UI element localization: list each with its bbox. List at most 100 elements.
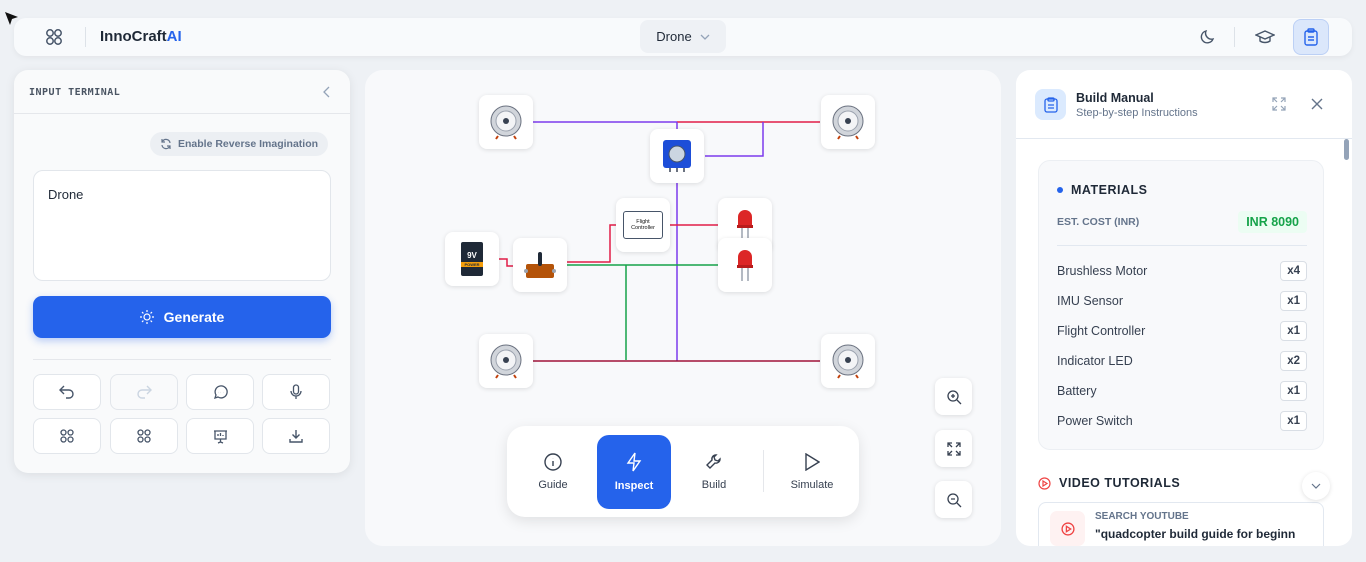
mouse-cursor-icon	[5, 12, 18, 25]
motor-node[interactable]	[479, 95, 533, 149]
play-icon	[805, 453, 820, 471]
reverse-label: Enable Reverse Imagination	[178, 138, 319, 150]
inspect-tab[interactable]: Inspect	[597, 435, 671, 509]
learn-cap-icon[interactable]	[1247, 19, 1283, 55]
scrollbar-thumb[interactable]	[1344, 139, 1349, 160]
motor-node[interactable]	[479, 334, 533, 388]
imu-sensor-node[interactable]	[650, 129, 704, 183]
components-grid-button[interactable]	[33, 418, 101, 454]
reverse-imagination-button[interactable]: Enable Reverse Imagination	[150, 132, 329, 156]
panel-title: INPUT TERMINAL	[29, 87, 121, 98]
led-node[interactable]	[718, 238, 772, 292]
prompt-input[interactable]: Drone	[33, 170, 331, 281]
panel-subtitle: Step-by-step Instructions	[1076, 107, 1198, 119]
expand-icon	[946, 441, 961, 456]
battery-node[interactable]: 9V POWER	[445, 232, 499, 286]
power-switch-node[interactable]	[513, 238, 567, 292]
chat-bubble-icon	[213, 384, 228, 399]
zoom-out-icon	[946, 492, 961, 507]
divider	[14, 113, 350, 114]
cost-label: EST. COST (INR)	[1057, 216, 1140, 228]
divider	[763, 450, 764, 492]
red-led-icon	[737, 210, 753, 241]
brand-logo: InnoCraftAI	[100, 28, 182, 45]
divider	[1234, 27, 1235, 47]
wire	[705, 122, 764, 157]
build-tab[interactable]: Build	[677, 435, 751, 509]
material-qty: x1	[1280, 411, 1307, 431]
redo-button[interactable]	[110, 374, 178, 410]
dark-mode-moon-icon[interactable]	[1190, 19, 1226, 55]
battery-icon: 9V POWER	[461, 242, 483, 276]
tab-label: Inspect	[614, 480, 654, 492]
scroll-down-button[interactable]	[1302, 472, 1330, 500]
divider	[1057, 245, 1307, 246]
chip-label: Flight	[636, 219, 650, 225]
motor-node[interactable]	[821, 334, 875, 388]
battery-sub: POWER	[461, 262, 483, 267]
simulate-tab[interactable]: Simulate	[775, 435, 849, 509]
divider	[85, 27, 86, 47]
material-name: IMU Sensor	[1057, 294, 1123, 308]
guide-tab[interactable]: Guide	[516, 435, 590, 509]
voice-input-button[interactable]	[262, 374, 330, 410]
brushless-motor-icon	[490, 105, 522, 140]
toggle-switch-icon	[524, 252, 556, 278]
apps-grid-icon[interactable]	[36, 19, 72, 55]
undo-button[interactable]	[33, 374, 101, 410]
layout-grid-button[interactable]	[110, 418, 178, 454]
zoom-in-button[interactable]	[935, 378, 972, 415]
materials-heading: MATERIALS	[1071, 183, 1148, 197]
generate-button[interactable]: Generate	[33, 296, 331, 338]
motor-node[interactable]	[821, 95, 875, 149]
bullet-dot-icon	[1057, 187, 1063, 193]
materials-card: MATERIALS EST. COST (INR)INR 8090 Brushl…	[1038, 160, 1324, 450]
brushless-motor-icon	[490, 344, 522, 379]
wire	[567, 224, 617, 263]
presentation-button[interactable]	[186, 418, 254, 454]
material-name: Indicator LED	[1057, 354, 1133, 368]
material-name: Battery	[1057, 384, 1097, 398]
download-button[interactable]	[262, 418, 330, 454]
brand-name: InnoCraft	[100, 28, 167, 45]
brand-accent: AI	[166, 28, 182, 45]
wrench-icon	[706, 454, 721, 469]
video-heading: VIDEO TUTORIALS	[1059, 476, 1181, 490]
red-led-icon	[737, 250, 753, 281]
download-icon	[289, 430, 303, 443]
chevron-down-icon	[1311, 483, 1321, 489]
grid-icon	[60, 429, 74, 443]
wire	[499, 258, 513, 267]
fit-view-button[interactable]	[935, 430, 972, 467]
refresh-icon	[161, 138, 171, 150]
expand-icon[interactable]	[1272, 97, 1286, 111]
clipboard-icon	[1304, 28, 1318, 46]
divider	[33, 359, 331, 360]
search-query: "quadcopter build guide for beginn	[1095, 527, 1296, 541]
material-qty: x1	[1280, 381, 1307, 401]
info-icon	[544, 453, 562, 471]
build-manual-toggle[interactable]	[1293, 19, 1329, 55]
microphone-icon	[290, 384, 302, 399]
youtube-search-card[interactable]: SEARCH YOUTUBE "quadcopter build guide f…	[1038, 502, 1324, 546]
brushless-motor-icon	[832, 344, 864, 379]
zoom-in-icon	[946, 389, 961, 404]
collapse-chevron-icon[interactable]	[323, 86, 331, 98]
tab-label: Build	[701, 479, 727, 491]
build-manual-panel: Build Manual Step-by-step Instructions M…	[1016, 70, 1352, 546]
chat-button[interactable]	[186, 374, 254, 410]
imu-sensor-icon	[663, 140, 691, 172]
material-qty: x1	[1280, 291, 1307, 311]
battery-voltage: 9V	[467, 251, 477, 260]
sun-sparkle-icon	[139, 310, 154, 324]
lightning-icon	[626, 452, 642, 472]
project-selector[interactable]: Drone	[640, 20, 726, 53]
zoom-out-button[interactable]	[935, 481, 972, 518]
close-icon[interactable]	[1311, 98, 1323, 110]
tab-label: Simulate	[790, 479, 834, 491]
